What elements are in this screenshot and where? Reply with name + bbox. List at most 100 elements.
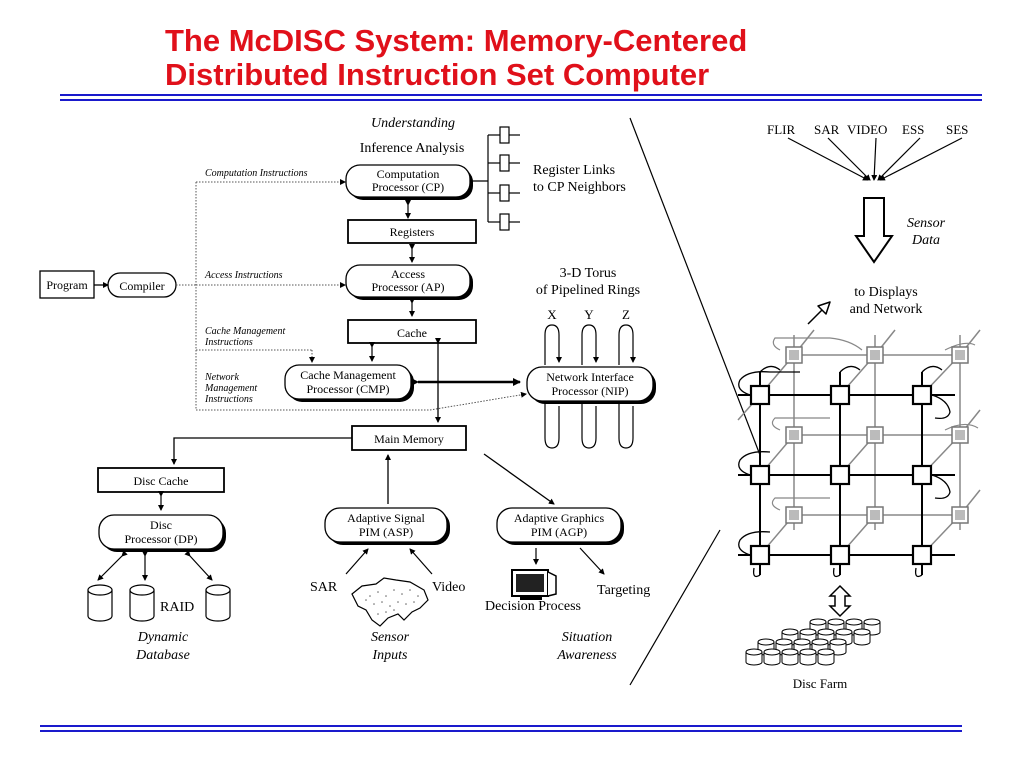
disc-farm-arrow [828,584,852,618]
ap-label-1: Access [391,267,425,281]
bottom-rule [40,725,962,732]
axis-x: X [547,307,557,322]
compiler-box: Compiler [107,272,177,298]
sensor-ess: ESS [902,122,924,137]
disc-cylinder-top [829,638,847,646]
disc-cylinder-top [817,628,835,636]
inference-label: Inference Analysis [360,141,465,156]
output-arrow [807,301,831,325]
raid-label: RAID [160,600,194,615]
program-box: Program [39,270,95,299]
sensor-video: VIDEO [847,122,887,137]
disc-farm-label: Disc Farm [793,676,848,691]
top-rule [60,94,982,101]
dynamic-db-label-1: Dynamic [137,630,189,645]
disc-cylinder-top [863,618,881,626]
disc-cylinder [763,652,781,666]
cp-label-1: Computation [377,167,440,181]
compiler-label: Compiler [119,279,164,293]
agp-label-1: Adaptive Graphics [514,511,605,525]
targeting-label: Targeting [597,583,650,598]
disc-cylinder-top [827,618,845,626]
network-mgmt-instr-1: Network [204,372,239,383]
registers-label: Registers [390,225,435,239]
disc-cylinder-top [781,628,799,636]
torus-grid [737,329,981,578]
register-links-label-1: Register Links [533,163,615,178]
disc-cylinder-top [757,638,775,646]
network-interface-processor: Network Interface Processor (NIP) [526,366,656,404]
access-processor: Access Processor (AP) [345,264,473,300]
access-instr-label: Access Instructions [204,270,283,281]
cp-label-2: Processor (CP) [372,180,444,194]
axis-y: Y [584,307,594,322]
sensor-data-arrow [854,197,894,264]
sensor-sar: SAR [814,122,840,137]
disc-cylinder-top [853,628,871,636]
disc-cylinder-top [817,648,835,656]
disc-cylinder [817,652,835,666]
disc-cylinder-top [775,638,793,646]
pipelined-ring-arrows [542,324,636,449]
asp-label-2: PIM (ASP) [359,525,413,539]
sensor-inputs-label-1: Sensor [371,630,410,645]
torus-label-1: 3-D Torus [560,266,617,281]
axis-z: Z [622,307,630,322]
computation-processor: Computation Processor (CP) [345,164,473,200]
program-label: Program [46,278,88,292]
disc-cylinder-top [811,638,829,646]
video-label: Video [432,580,465,595]
decision-process-label: Decision Process [485,599,581,614]
nip-label-1: Network Interface [546,370,634,384]
adaptive-signal-pim: Adaptive Signal PIM (ASP) [324,507,450,545]
cmp-label-1: Cache Management [300,368,396,382]
registers-box: Registers [347,219,477,244]
disc-cylinder-top [799,628,817,636]
sensor-converging-arrows [787,137,963,181]
slide-title: The McDISC System: Memory-Centered Distr… [165,24,747,92]
main-memory-label: Main Memory [374,432,444,446]
sensor-inputs-label-2: Inputs [372,648,409,663]
separator-line-lower [629,529,721,686]
disc-cylinder [853,632,871,646]
cmp-label-2: Processor (CMP) [307,382,390,396]
agp-label-2: PIM (AGP) [531,525,587,539]
situation-label-2: Awareness [556,648,617,663]
disc-cylinder-top [763,648,781,656]
ap-label-2: Processor (AP) [372,280,445,294]
register-links [470,126,520,231]
register-links-label-2: to CP Neighbors [533,180,626,195]
title-line-1: The McDISC System: Memory-Centered [165,23,748,58]
disc-cylinder-top [793,638,811,646]
torus-label-2: of Pipelined Rings [536,283,640,298]
disc-cylinder [745,652,763,666]
network-mgmt-instr-2: Management [204,383,257,394]
cache-label: Cache [397,326,427,340]
dp-label-2: Processor (DP) [125,532,198,546]
nip-label-2: Processor (NIP) [552,384,629,398]
disc-cache-label: Disc Cache [134,474,189,488]
cache-mgmt-instr-2: Instructions [204,337,253,348]
sensor-data-label-1: Sensor [907,216,946,231]
asp-label-1: Adaptive Signal [347,511,425,525]
disc-processor: Disc Processor (DP) [98,514,226,552]
disc-cylinder-top [799,648,817,656]
sensor-ses: SES [946,122,968,137]
network-mgmt-instr-3: Instructions [204,394,253,405]
cache-mgmt-instr-1: Cache Management [205,326,285,337]
cache-box: Cache [347,319,477,344]
world-map-icon [351,577,429,627]
cache-management-processor: Cache Management Processor (CMP) [284,364,414,402]
adaptive-graphics-pim: Adaptive Graphics PIM (AGP) [496,507,624,545]
dp-label-1: Disc [150,518,172,532]
computation-instr-label: Computation Instructions [205,168,308,179]
sensor-data-label-2: Data [911,233,940,248]
disc-cache-box: Disc Cache [97,467,225,493]
monitor-icon [511,569,557,600]
disc-cylinder-top [845,618,863,626]
understanding-label: Understanding [371,116,455,131]
instruction-buses [176,179,527,411]
disc-cylinder-top [781,648,799,656]
